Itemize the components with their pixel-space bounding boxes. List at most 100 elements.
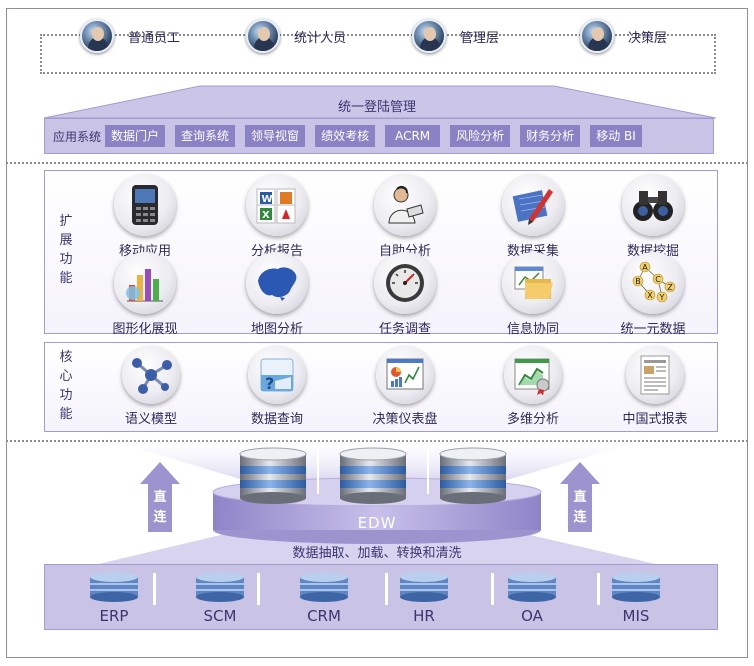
source-separator [491, 573, 494, 605]
edw-database-icon [339, 447, 407, 504]
function-label: 多维分析 [506, 412, 559, 427]
analyst-person-icon [374, 174, 436, 236]
source-label: HR [413, 607, 435, 625]
title-char: 心 [59, 369, 73, 384]
database-icon [196, 572, 244, 602]
svg-text:W: W [262, 194, 273, 205]
source-separator [385, 573, 388, 605]
core-functions-title: 核 心 功 能 [58, 348, 74, 424]
function-data-collection[interactable]: 数据采集 [478, 174, 588, 259]
function-label: 图形化展现 [112, 322, 178, 337]
user-role-label: 普通员工 [128, 30, 181, 46]
function-map-analysis[interactable]: 地图分析 [222, 252, 332, 337]
function-label: 语义模型 [124, 412, 177, 427]
source-label: OA [521, 607, 543, 625]
source-system[interactable]: ERP [79, 571, 149, 625]
function-data-mining[interactable]: 数据挖掘 [598, 174, 708, 259]
title-char: 能 [59, 407, 73, 422]
person-avatar-icon [246, 19, 280, 53]
source-system[interactable]: CRM [289, 571, 359, 625]
title-char: 能 [59, 271, 73, 286]
graph-node-label: Z [667, 283, 673, 292]
function-info-collaboration[interactable]: 信息协同 [478, 252, 588, 337]
user-roles-box [40, 34, 716, 74]
app-chip[interactable]: 查询系统 [175, 125, 236, 147]
function-label: 地图分析 [250, 322, 303, 337]
person-avatar-icon [412, 19, 446, 53]
direct-connect-arrow-right: 直连 [560, 462, 600, 532]
apps-label: 应用系统 [53, 129, 102, 144]
person-avatar-icon [80, 19, 114, 53]
query-document-icon: ? [248, 346, 306, 404]
title-char: 功 [59, 252, 73, 267]
olap-chart-icon [504, 346, 562, 404]
function-chinese-style-report[interactable]: 中国式报表 [600, 346, 710, 427]
function-decision-dashboard[interactable]: 决策仪表盘 [350, 346, 460, 427]
source-systems-bar: ERP SCM CRM HR OA MIS [44, 564, 718, 630]
extended-functions-title: 扩 展 功 能 [58, 212, 74, 288]
app-chip[interactable]: ACRM [385, 125, 441, 147]
function-data-query[interactable]: ? 数据查询 [222, 346, 332, 427]
function-mobile-app[interactable]: 移动应用 [90, 174, 200, 259]
user-role-label: 决策层 [628, 30, 668, 46]
function-label: 中国式报表 [622, 412, 688, 427]
report-page-icon [626, 346, 684, 404]
user-role-1: 统计人员 [246, 16, 346, 56]
source-separator [597, 573, 600, 605]
graph-node-label: Y [659, 293, 665, 302]
app-chip[interactable]: 领导视窗 [245, 125, 306, 147]
function-graphical-display[interactable]: 图形化展现 [90, 252, 200, 337]
pen-blueprint-icon [502, 174, 564, 236]
function-analysis-report[interactable]: W X 分析报告 [222, 174, 332, 259]
bar-chart-3d-icon [114, 252, 176, 314]
function-semantic-model[interactable]: 语义模型 [96, 346, 206, 427]
person-avatar-icon [580, 19, 614, 53]
function-self-service-analysis[interactable]: 自助分析 [350, 174, 460, 259]
user-role-label: 统计人员 [294, 30, 347, 46]
edw-label: EDW [357, 514, 397, 532]
user-role-3: 决策层 [580, 16, 667, 56]
app-chip[interactable]: 风险分析 [450, 125, 511, 147]
edw-structure [90, 434, 664, 566]
app-chip[interactable]: 数据门户 [105, 125, 166, 147]
graph-node-label: A [642, 263, 648, 272]
source-label: MIS [622, 607, 650, 625]
direct-connect-arrow-left: 直连 [140, 462, 180, 532]
source-system[interactable]: HR [389, 571, 459, 625]
svg-text:?: ? [265, 374, 274, 393]
arrow-char: 连 [573, 510, 587, 525]
arrow-char: 直 [573, 490, 587, 505]
app-chip[interactable]: 绩效考核 [315, 125, 376, 147]
edw-database-icon [439, 447, 507, 504]
user-role-2: 管理层 [412, 16, 499, 56]
user-role-label: 管理层 [460, 30, 500, 46]
source-label: CRM [307, 607, 341, 625]
function-unified-metadata[interactable]: A B C X Y Z 统一元数据 [598, 252, 708, 337]
source-system[interactable]: SCM [185, 571, 255, 625]
app-chip[interactable]: 移动 BI [590, 125, 642, 147]
graph-node-label: C [655, 275, 661, 284]
title-char: 扩 [59, 214, 73, 229]
molecule-icon [122, 346, 180, 404]
mobile-phone-icon [114, 174, 176, 236]
database-icon [90, 572, 138, 602]
database-icon [400, 572, 448, 602]
function-task-survey[interactable]: 任务调查 [350, 252, 460, 337]
function-label: 数据查询 [250, 412, 303, 427]
sso-trapezoid [43, 85, 717, 119]
source-separator [257, 573, 260, 605]
arrow-char: 直 [153, 490, 167, 505]
source-system[interactable]: MIS [601, 571, 671, 625]
source-label: SCM [203, 607, 237, 625]
etl-label: 数据抽取、加载、转换和清洗 [292, 546, 462, 561]
source-separator [153, 573, 156, 605]
source-system[interactable]: OA [497, 571, 567, 625]
function-label: 统一元数据 [620, 322, 686, 337]
function-label: 信息协同 [506, 322, 559, 337]
database-icon [508, 572, 556, 602]
folder-window-icon [502, 252, 564, 314]
app-chip[interactable]: 财务分析 [520, 125, 581, 147]
china-map-icon [246, 252, 308, 314]
function-multidimensional-analysis[interactable]: 多维分析 [478, 346, 588, 427]
title-char: 核 [59, 350, 73, 365]
